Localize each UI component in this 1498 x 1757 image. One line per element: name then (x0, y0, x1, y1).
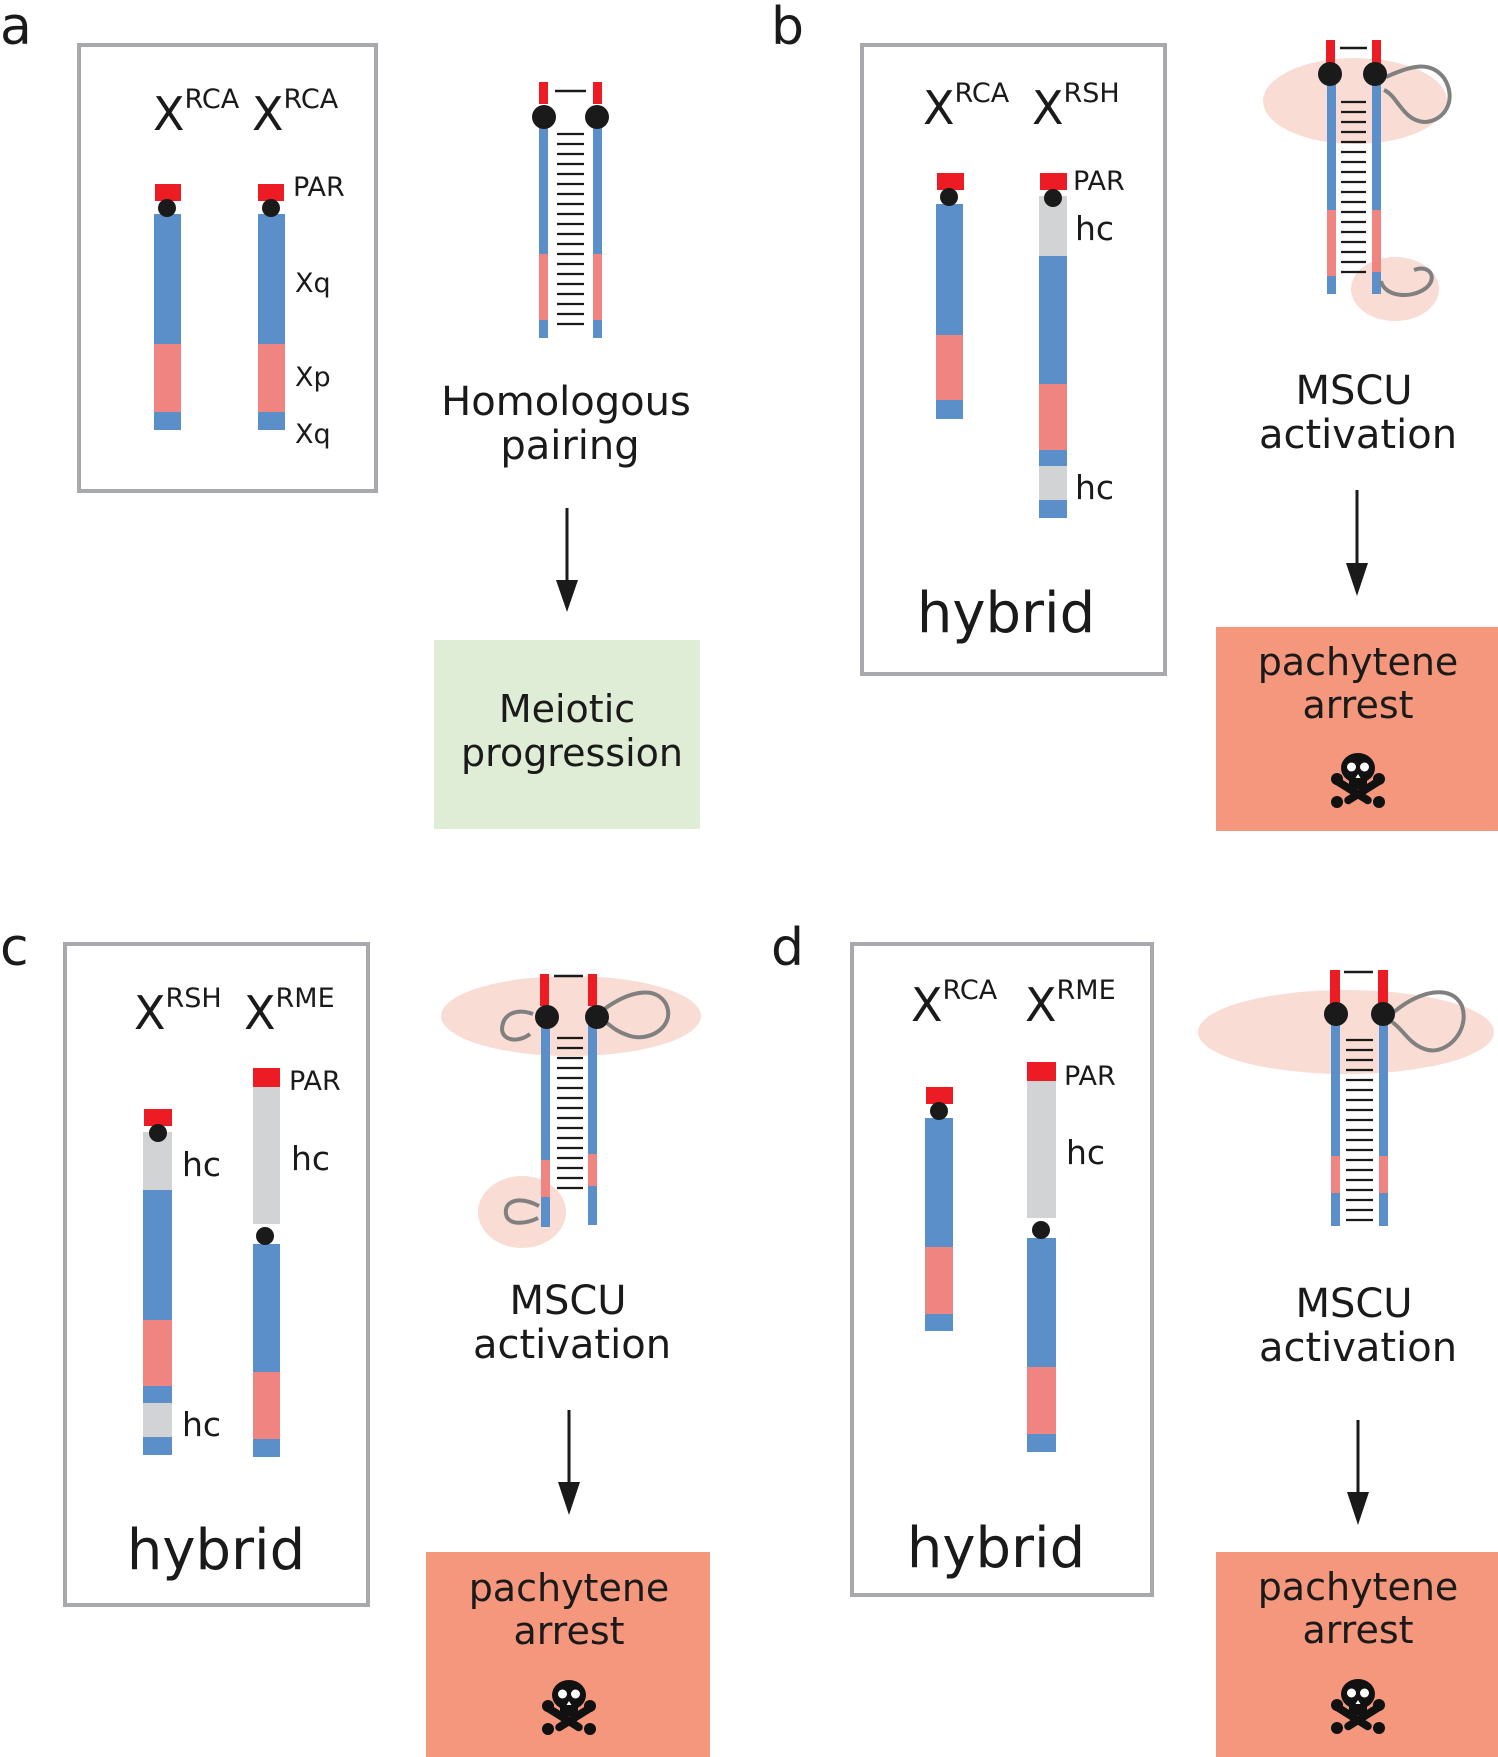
chromosome-right (258, 184, 285, 430)
caption-line: Homologous (441, 379, 691, 425)
segment-label-hc: hc (291, 1139, 330, 1178)
outcome-line: arrest (1302, 683, 1413, 727)
panel-b: b XRCA XRSH PAR hc hc hybrid (771, 0, 1498, 831)
unpaired-bivalent (1263, 40, 1452, 321)
caption-line: activation (1259, 1325, 1457, 1371)
panel-letter: c (0, 918, 29, 978)
panel-letter: b (771, 0, 804, 57)
segment-label-hc: hc (182, 1405, 221, 1444)
panel-d: d XRCA XRME PAR hc hybrid (771, 918, 1498, 1757)
chromosome-left (925, 1087, 953, 1331)
paired-bivalent (532, 82, 609, 338)
chromosome-right (1039, 173, 1067, 518)
centromere (1371, 1002, 1395, 1026)
panel-letter: a (0, 0, 32, 57)
unpaired-loop (1379, 266, 1434, 298)
outcome-box (434, 640, 700, 829)
unpaired-loop (499, 1009, 534, 1042)
outcome-line: pachytene (469, 1566, 670, 1610)
chromosome-label: XRCA (911, 975, 998, 1032)
hybrid-label: hybrid (907, 1516, 1085, 1581)
centromere (585, 105, 609, 129)
arrow-down (1347, 1420, 1369, 1525)
chromosome-right (1027, 1062, 1056, 1452)
unpaired-bivalent (1198, 970, 1494, 1226)
centromere (535, 1005, 559, 1029)
outcome-line: Meiotic (499, 687, 635, 731)
segment-label-xp: Xp (295, 362, 331, 393)
outcome-line: arrest (1302, 1608, 1413, 1652)
centromere (1324, 1002, 1348, 1026)
segment-label-xq: Xq (295, 268, 331, 299)
mscu-halo (441, 976, 701, 1056)
segment-label-par: PAR (1064, 1061, 1116, 1092)
chromosome-left (936, 173, 964, 419)
segment-label-xq: Xq (295, 419, 331, 450)
karyotype-box (77, 43, 378, 493)
centromere (1363, 62, 1387, 86)
segment-label-hc: hc (182, 1145, 221, 1184)
centromere (1318, 62, 1342, 86)
chromosome-left (154, 184, 181, 430)
centromere (158, 199, 176, 217)
caption-line: activation (473, 1322, 671, 1368)
centromere (149, 1124, 167, 1142)
centromere (1044, 189, 1062, 207)
chromosome-label: XRCA (153, 84, 240, 141)
karyotype-box (850, 942, 1154, 1597)
karyotype-box (63, 942, 370, 1607)
segment-label-par: PAR (293, 172, 345, 203)
segment-label-par: PAR (1073, 166, 1125, 197)
mscu-halo (1198, 990, 1494, 1074)
caption-line: MSCU (1295, 368, 1412, 414)
panel-letter: d (771, 918, 804, 978)
centromere (262, 199, 280, 217)
unpaired-loop (598, 990, 671, 1040)
arrow-down (556, 508, 578, 612)
centromere (532, 105, 556, 129)
segment-label-par: PAR (289, 1066, 341, 1097)
outcome-line: progression (461, 731, 683, 775)
caption-line: MSCU (509, 1278, 626, 1324)
caption-line: pairing (500, 423, 639, 469)
chromosome-right (253, 1068, 280, 1457)
chromosome-label: XRCA (923, 78, 1010, 135)
chromosome-label: XRCA (252, 84, 339, 141)
centromere (256, 1227, 274, 1245)
segment-label-hc: hc (1075, 209, 1114, 248)
segment-label-hc: hc (1075, 468, 1114, 507)
caption-line: activation (1259, 412, 1457, 458)
unpaired-loop (1390, 990, 1466, 1053)
centromere (1032, 1221, 1050, 1239)
centromere (585, 1005, 609, 1029)
centromere (940, 188, 958, 206)
unpaired-bivalent (441, 974, 701, 1248)
hybrid-label: hybrid (917, 581, 1095, 646)
chromosome-left (143, 1109, 172, 1455)
panel-a: a XRCA XRCA PAR Xq Xp Xq (0, 0, 700, 829)
karyotype-box (860, 43, 1167, 676)
unpaired-loop (503, 1198, 540, 1225)
panel-c: c XRSH XRME PAR hc hc hc hybrid (0, 918, 710, 1757)
chromosome-label: XRME (244, 983, 335, 1040)
arrow-down (558, 1410, 580, 1515)
outcome-line: pachytene (1258, 640, 1459, 684)
unpaired-loop (1382, 64, 1452, 125)
chromosome-label: XRSH (134, 983, 222, 1040)
chromosome-label: XRME (1025, 975, 1116, 1032)
hybrid-label: hybrid (127, 1518, 305, 1583)
arrow-down (1346, 490, 1368, 596)
outcome-line: arrest (513, 1609, 624, 1653)
outcome-line: pachytene (1258, 1565, 1459, 1609)
caption-line: MSCU (1295, 1281, 1412, 1327)
segment-label-hc: hc (1066, 1133, 1105, 1172)
centromere (930, 1102, 948, 1120)
mscu-halo (478, 1176, 566, 1248)
chromosome-label: XRSH (1032, 78, 1120, 135)
